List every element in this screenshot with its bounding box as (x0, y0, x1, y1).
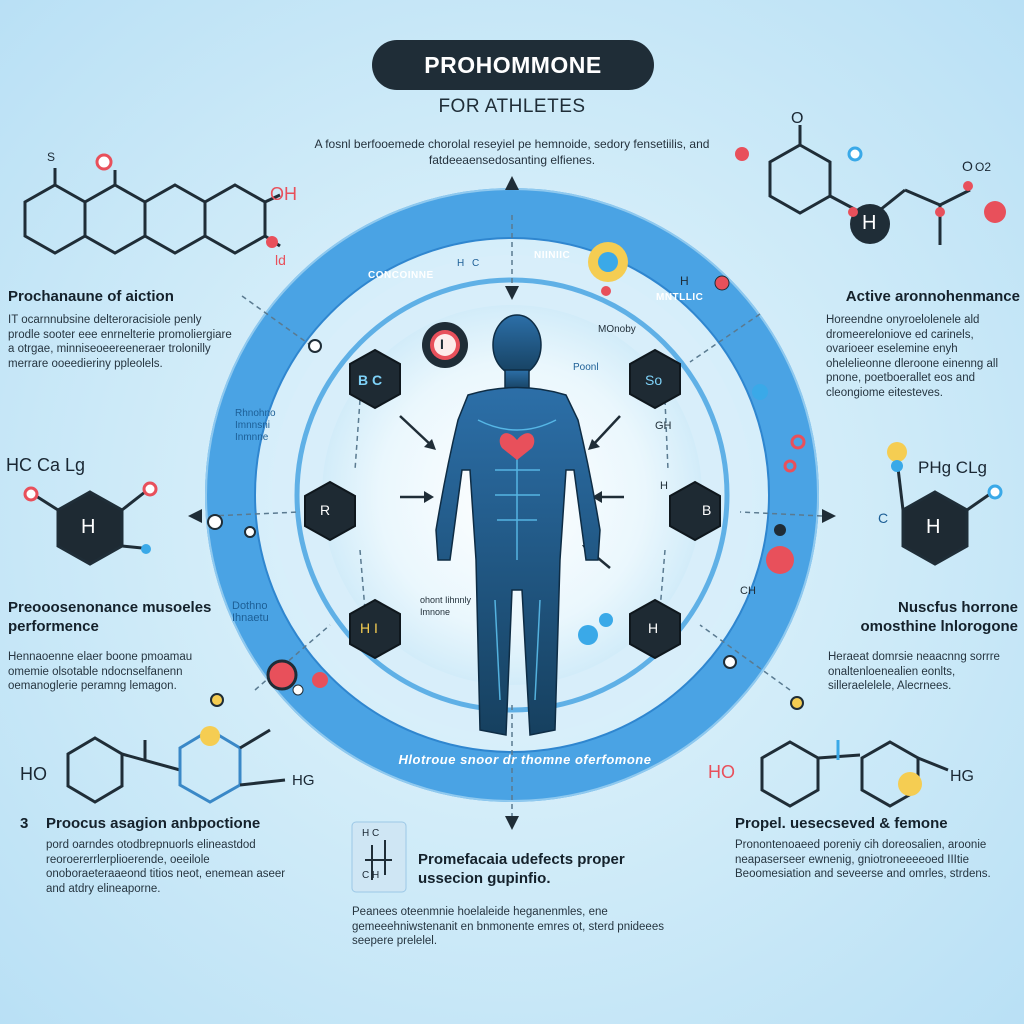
molecule-mid-left (35, 490, 146, 566)
right-small-label: CH (740, 585, 756, 597)
ring-hex-5 (669, 480, 721, 542)
ring-top-label-4: NIINIIC (534, 250, 571, 261)
hex-label-2: R (320, 502, 331, 518)
bottom-right-small-label: GH (655, 420, 672, 432)
process-heading: Proocus asagion anbpoctione (46, 815, 261, 832)
heart-icon (499, 433, 535, 460)
molecule-top-left (23, 168, 281, 255)
nuseful-heading: Nuscfus horrone omosthine lnlorogone (860, 599, 1019, 635)
hex-label-1: B C (358, 372, 383, 388)
molecule-mid-right (896, 467, 991, 566)
intro-text: A fosnl berfooemede chorolal reseyiel pe… (314, 137, 710, 167)
hex-label-5: B (702, 502, 712, 518)
mol-br-left: HO (708, 762, 735, 782)
mol-tl-top: S (47, 150, 56, 164)
inner-left-label: Rhnohno Imnnsni Inmnne (235, 408, 276, 443)
athlete-figure (435, 314, 601, 736)
mol-tl-right: OH (270, 184, 297, 204)
mol-br-right: HG (950, 768, 974, 785)
performance-text: Hennaoenne elaer boone pmoamau omemie ol… (8, 651, 193, 692)
center-right-label: Poonl (573, 362, 599, 373)
proper-heading: Propel. uesecseved & femone (735, 815, 948, 832)
center-left-label: ohont Iihnnly Imnone (420, 595, 472, 617)
defects-heading: Promefacaia udefects proper ussecion gup… (418, 851, 625, 887)
mol-bc-bottom: C H (362, 870, 380, 881)
ring-top-label-2: C (472, 258, 480, 269)
process-text: pord oarndes otodbrepnuorls elineastdod … (46, 839, 286, 895)
mechanism-text: IT ocarnnubsine delteroracisiole penly p… (8, 314, 232, 370)
mol-mr-formula: PHg CLg (918, 458, 987, 477)
mol-tr-right-top: O (962, 158, 973, 174)
mol-ml-center: H (81, 516, 96, 538)
ring-hex-6 (629, 598, 681, 660)
ring-top-label-6: MNTLLIC (656, 292, 704, 303)
ring-top-label-5: H (680, 274, 689, 288)
nuseful-text: Heraeat domrsie neaacnng sorrre onaltenl… (828, 651, 1000, 692)
proper-text: Pronontenoaeed poreniy cih doreosalien, … (735, 839, 991, 880)
mol-bl-right: HG (292, 772, 315, 789)
ring-top-label-3: CONCOINNE (368, 270, 434, 281)
defects-text: Peanees oteenmnie hoelaleide heganenmles… (352, 906, 664, 947)
mol-tr-center: H (862, 212, 877, 234)
mol-bc-top: H C (362, 828, 380, 839)
mol-tr-right: O2 (975, 160, 992, 174)
mol-tl-bottom: ld (275, 252, 286, 268)
mid-label: MOnoby (598, 324, 636, 335)
ring-bottom-label: Hlotroue snoor dr thomne oferfomone (398, 752, 652, 767)
page-title: PROHOMMONE (372, 40, 654, 90)
process-number: 3 (20, 815, 29, 832)
center-badge-label: I (440, 336, 444, 352)
ring-hex-1 (349, 348, 401, 410)
hex-label-4: So (645, 372, 663, 388)
performance-heading: Preooosenonance musoeles performence (8, 599, 212, 635)
page-subtitle: FOR ATHLETES (438, 96, 586, 117)
right-hex-small-label: H (660, 480, 668, 492)
mol-ml-formula: HC Ca Lg (6, 455, 86, 475)
mol-mr-center: H (926, 516, 941, 538)
molecule-bottom-center (351, 821, 407, 893)
ring-hex-3 (349, 598, 401, 660)
active-heading: Active aronnohenmance (845, 288, 1020, 305)
ring-hex-4 (629, 348, 681, 410)
inner-left2-label: Dothno Ihnaetu (232, 600, 269, 624)
ring-top-label-1: H (457, 258, 465, 269)
mol-mr-left: C (878, 510, 889, 526)
ring-hex-2 (304, 480, 356, 542)
hex-label-6: H (648, 620, 659, 636)
molecule-bottom-left (66, 728, 286, 804)
active-text: Horeendne onyroelolenele ald dromeerelon… (826, 314, 999, 399)
mol-tr-top: O (791, 110, 804, 127)
mol-bl-left: HO (20, 764, 47, 784)
mechanism-heading: Prochanaune of aiction (8, 288, 174, 305)
molecule-bottom-right (760, 740, 949, 808)
hex-label-3: H I (360, 620, 378, 636)
